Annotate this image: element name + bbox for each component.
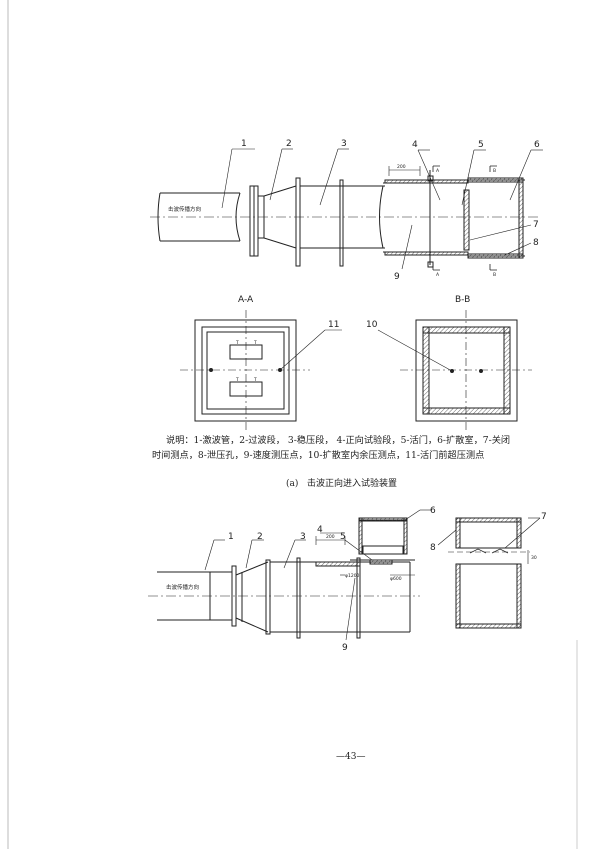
top-label-5: 5 <box>478 140 484 150</box>
bottom-dim-1200: φ1200 <box>345 573 360 579</box>
bb-title: B-B <box>455 295 470 305</box>
aa-title: A-A <box>238 295 254 305</box>
aa-label-11: 11 <box>328 320 339 330</box>
top-mark-a2: A <box>436 272 440 278</box>
figure-title: (a) 击波正向进入试验装置 <box>286 479 397 489</box>
aa-t-mark-1: T <box>235 340 239 346</box>
bottom-label-3: 3 <box>300 532 306 542</box>
bottom-elevation-labels: 7 8 30 <box>430 512 547 561</box>
top-label-7: 7 <box>533 220 539 230</box>
top-label-8: 8 <box>533 238 539 248</box>
bottom-labels: 1 2 3 4 5 6 9 击波传播方向 200 φ1200 φ600 <box>166 506 436 653</box>
aa-t-mark-2: T <box>253 340 257 346</box>
bottom-flow-label: 击波传播方向 <box>166 583 199 591</box>
bottom-dim-200: 200 <box>326 534 335 540</box>
bottom-dim-600: φ600 <box>390 576 402 582</box>
bottom-label-5: 5 <box>340 532 346 542</box>
page-number: —43— <box>336 752 366 762</box>
top-label-1: 1 <box>241 139 247 149</box>
bottom-label-4: 4 <box>317 525 323 535</box>
caption: 说明：1-激波管，2-过波段， 3-稳压段， 4-正向试验段，5-活门，6-扩散… <box>152 433 546 463</box>
bottom-label-9: 9 <box>342 643 348 653</box>
top-dim-200: 200 <box>397 164 406 170</box>
bottom-label-7: 7 <box>541 512 547 522</box>
top-flow-label: 击波传播方向 <box>168 205 201 213</box>
top-label-4: 4 <box>412 140 418 150</box>
bottom-label-6: 6 <box>430 506 436 516</box>
top-mark-a1: A <box>436 168 440 174</box>
bottom-dim-side: 30 <box>531 555 537 561</box>
section-bb <box>377 310 532 430</box>
top-label-6: 6 <box>534 140 540 150</box>
top-label-3: 3 <box>341 139 347 149</box>
bottom-label-1: 1 <box>228 532 234 542</box>
top-label-2: 2 <box>286 139 292 149</box>
top-labels: 1 2 3 4 5 6 7 8 9 击波传播方向 200 A A B B <box>168 139 540 282</box>
aa-t-mark-4: T <box>253 377 257 383</box>
aa-t-mark-3: T <box>235 377 239 383</box>
section-bb-labels: B-B 10 <box>366 295 470 330</box>
top-label-9: 9 <box>394 272 400 282</box>
bottom-assembly <box>148 509 432 641</box>
bb-label-10: 10 <box>366 320 378 330</box>
top-assembly <box>150 148 543 271</box>
caption-line-2: 时间测点，8-泄压孔，9-速度测压点，10-扩散室内余压测点，11-活门前超压测… <box>152 450 485 461</box>
section-aa <box>180 310 342 430</box>
top-mark-b1: B <box>493 168 496 174</box>
bottom-elevation <box>437 517 541 629</box>
bottom-label-2: 2 <box>257 532 263 542</box>
caption-line-1: 说明：1-激波管，2-过波段， 3-稳压段， 4-正向试验段，5-活门，6-扩散… <box>166 435 511 446</box>
top-mark-b2: B <box>493 272 496 278</box>
bottom-label-8: 8 <box>430 543 436 553</box>
section-aa-labels: A-A 11 T T T T <box>235 295 339 383</box>
